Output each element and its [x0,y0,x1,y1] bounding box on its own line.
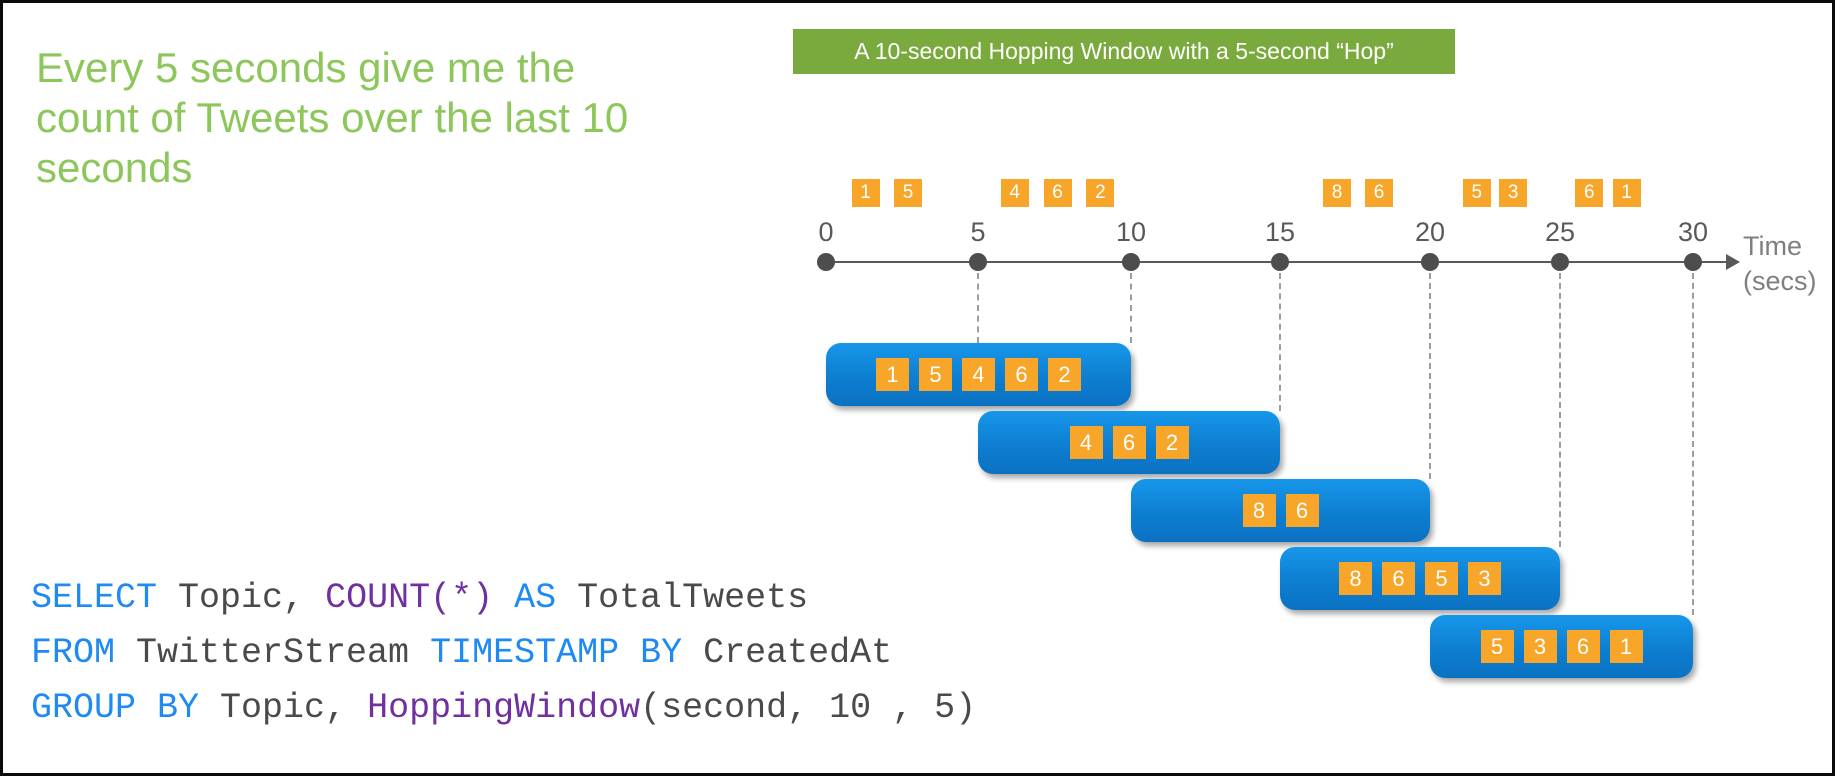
code-token: HoppingWindow [367,688,641,728]
window-event-box: 5 [919,358,952,391]
time-axis-label-line2: (secs) [1743,266,1817,296]
gridline-dashed [1559,273,1561,547]
code-line: SELECT Topic, COUNT(*) AS TotalTweets [31,571,976,626]
headline-text: Every 5 seconds give me the count of Twe… [36,44,629,191]
tick-dot [1421,253,1439,271]
code-token: FROM [31,633,116,673]
tick-label: 5 [970,217,986,247]
event-box: 1 [851,179,880,207]
window-event-box: 6 [1005,358,1038,391]
event-box: 5 [1462,179,1491,207]
event-box: 4 [1000,179,1029,207]
tick-label: 25 [1544,217,1576,247]
window-event-box: 1 [1609,630,1643,663]
tick-label: 20 [1414,217,1446,247]
window-event-box: 4 [1069,426,1103,459]
event-box: 2 [1086,179,1115,207]
tick-dot [969,253,987,271]
window-event-box: 6 [1112,426,1146,459]
code-line: FROM TwitterStream TIMESTAMP BY CreatedA… [31,626,976,681]
tick-dot [1122,253,1140,271]
tick-label: 30 [1677,217,1709,247]
event-box: 8 [1323,179,1351,207]
code-token: Topic, [157,578,326,618]
window-event-box: 2 [1048,358,1081,391]
tick-dot [1684,253,1702,271]
gridline-dashed [1279,273,1281,411]
time-axis-label-line1: Time [1743,231,1802,261]
event-box: 1 [1612,179,1641,207]
code-token: Topic, [199,688,368,728]
window-event-box: 3 [1468,562,1501,595]
event-box: 3 [1499,179,1528,207]
tick-dot [817,253,835,271]
window-event-box: 5 [1425,562,1458,595]
window-event-box: 4 [962,358,995,391]
code-line: GROUP BY Topic, HoppingWindow(second, 10… [31,681,976,736]
window-event-box: 6 [1285,494,1319,527]
window-event-box: 2 [1155,426,1189,459]
gridline-dashed [1692,273,1694,615]
window-event-box: 6 [1566,630,1600,663]
window-event-box: 5 [1480,630,1514,663]
tick-label: 10 [1115,217,1147,247]
event-box: 6 [1575,179,1604,207]
time-axis-label: Time (secs) [1743,229,1832,299]
tick-dot [1271,253,1289,271]
window-event-box: 8 [1242,494,1276,527]
gridline-dashed [977,273,979,343]
time-axis-arrow-icon [1726,254,1740,270]
tick-dot [1551,253,1569,271]
event-box: 5 [894,179,923,207]
code-token: TIMESTAMP BY [430,633,683,673]
code-token: (second, 10 , 5) [640,688,977,728]
banner: A 10-second Hopping Window with a 5-seco… [793,29,1455,74]
code-token: CreatedAt [682,633,893,673]
banner-text: A 10-second Hopping Window with a 5-seco… [854,38,1394,64]
code-token: GROUP BY [31,688,200,728]
window-event-box: 6 [1382,562,1415,595]
code-token: TwitterStream [115,633,431,673]
window-event-box: 3 [1523,630,1557,663]
event-box: 6 [1365,179,1393,207]
code-token: COUNT(*) [325,578,494,618]
tick-label: 0 [818,217,834,247]
code-token: TotalTweets [577,578,809,618]
code-token: AS [493,578,578,618]
code-token: SELECT [31,578,158,618]
window-event-box: 8 [1339,562,1372,595]
tick-label: 15 [1264,217,1296,247]
window-event-box: 1 [876,358,909,391]
gridline-dashed [1429,273,1431,479]
gridline-dashed [1130,273,1132,343]
event-box: 6 [1043,179,1072,207]
